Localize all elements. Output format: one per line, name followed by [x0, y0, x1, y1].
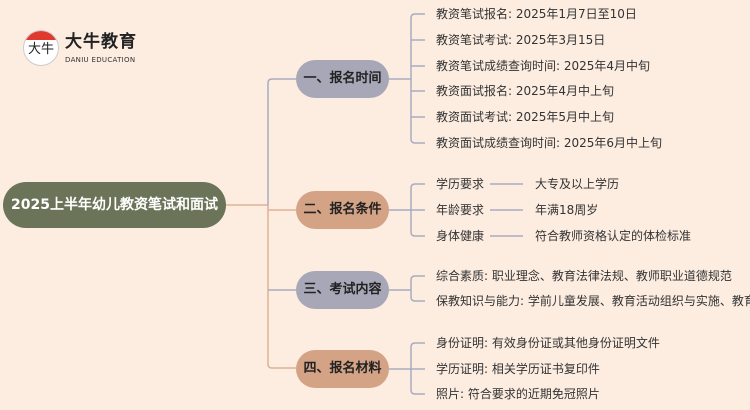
leaf-item[interactable]: 教资面试报名: 2025年4月中上旬	[436, 84, 615, 98]
logo: 大牛 大牛教育 DANIU EDUCATION	[23, 30, 153, 70]
leaf-item[interactable]: 综合素质: 职业理念、教育法律法规、教师职业道德规范	[436, 269, 732, 283]
requirement-key[interactable]: 身体健康	[436, 229, 485, 243]
requirement-value[interactable]: 年满18周岁	[535, 203, 599, 217]
root-node[interactable]: 2025上半年幼儿教资笔试和面试	[3, 182, 226, 228]
logo-subtitle: DANIU EDUCATION	[65, 56, 136, 64]
leaf-item[interactable]: 学历证明: 相关学历证书复印件	[436, 362, 600, 376]
leaf-item[interactable]: 保教知识与能力: 学前儿童发展、教育活动组织与实施、教育评价	[436, 294, 750, 308]
logo-title: 大牛教育	[65, 32, 137, 52]
leaf-item[interactable]: 教资面试成绩查询时间: 2025年6月中上旬	[436, 136, 663, 150]
category-node-requirements[interactable]: 二、报名条件	[296, 191, 389, 229]
leaf-item[interactable]: 教资笔试考试: 2025年3月15日	[436, 33, 606, 47]
leaf-item[interactable]: 身份证明: 有效身份证或其他身份证明文件	[436, 336, 660, 350]
requirement-key[interactable]: 学历要求	[436, 177, 485, 191]
requirement-value[interactable]: 符合教师资格认定的体检标准	[535, 229, 692, 243]
leaf-item[interactable]: 教资笔试成绩查询时间: 2025年4月中旬	[436, 59, 651, 73]
leaf-item[interactable]: 教资面试考试: 2025年5月中上旬	[436, 110, 615, 124]
requirement-key[interactable]: 年龄要求	[436, 203, 485, 217]
logo-mark-icon: 大牛	[23, 30, 59, 66]
category-node-registration-time[interactable]: 一、报名时间	[296, 60, 389, 98]
requirement-value[interactable]: 大专及以上学历	[535, 177, 620, 191]
category-node-materials[interactable]: 四、报名材料	[296, 350, 389, 388]
leaf-item[interactable]: 照片: 符合要求的近期免冠照片	[436, 387, 600, 401]
leaf-item[interactable]: 教资笔试报名: 2025年1月7日至10日	[436, 7, 637, 21]
category-node-exam-content[interactable]: 三、考试内容	[296, 271, 389, 309]
